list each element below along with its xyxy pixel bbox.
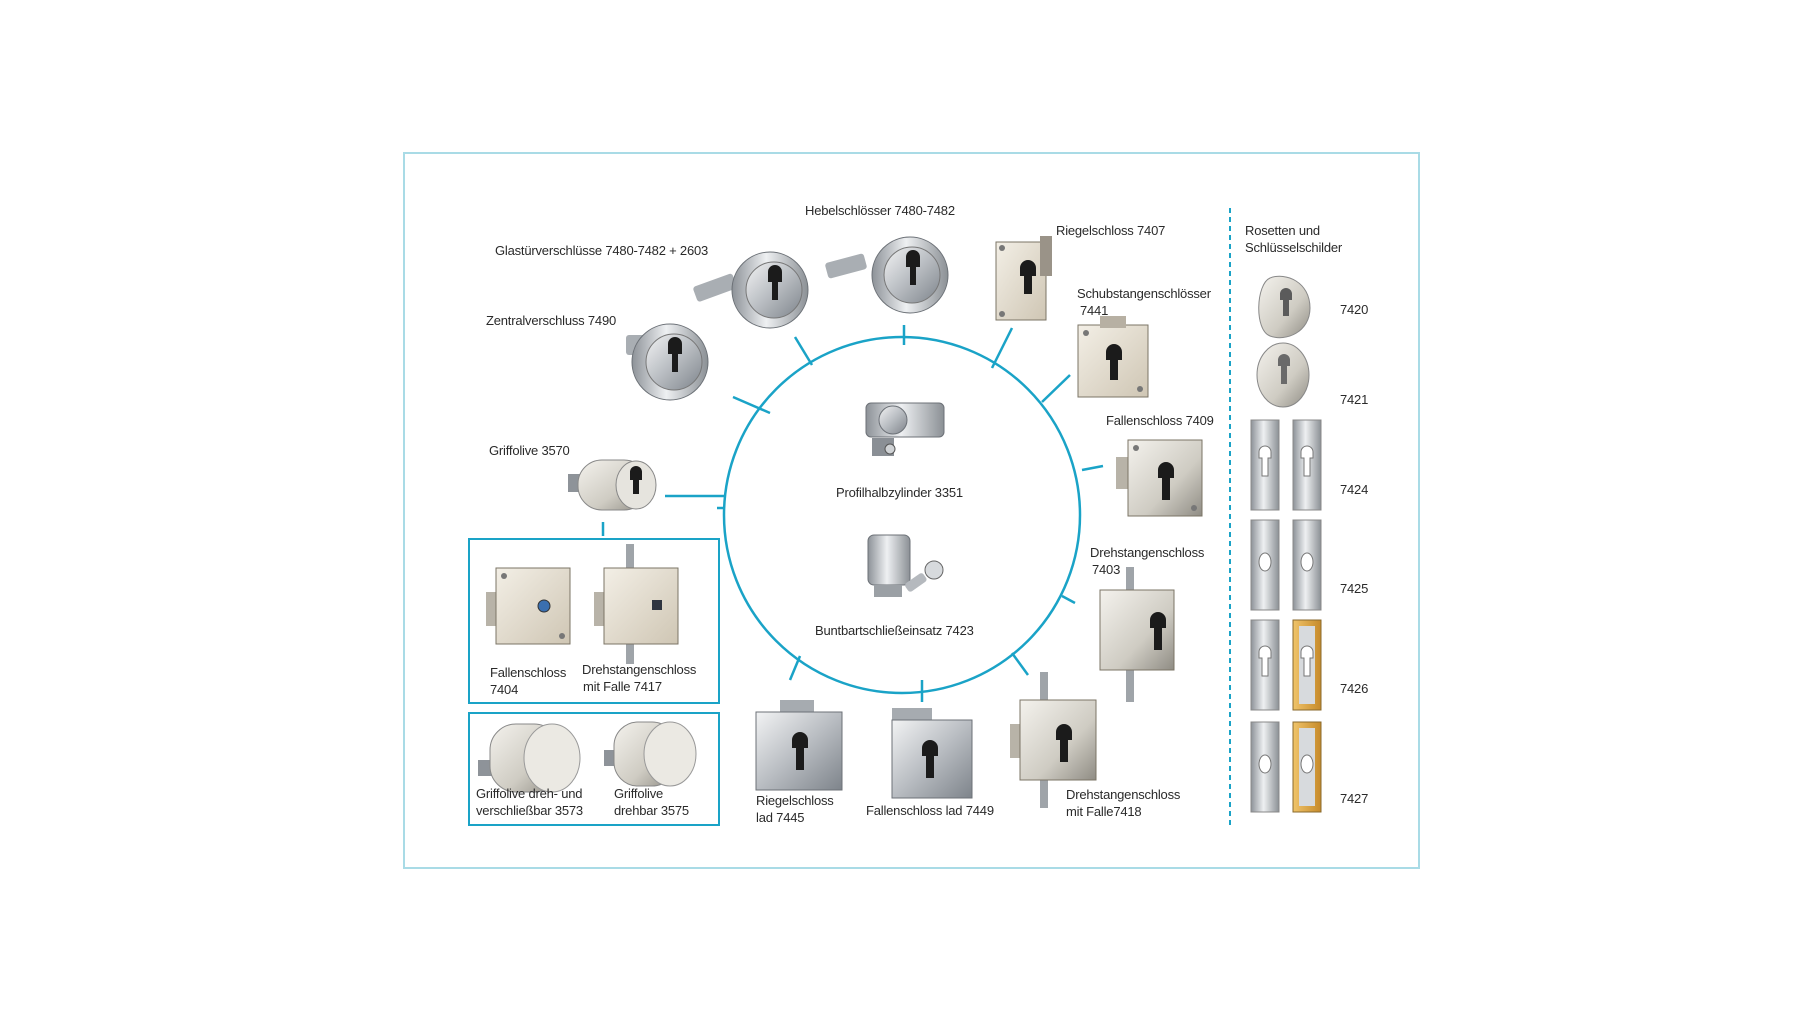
label-fallen-7404-line2: 7404 (490, 682, 519, 697)
label-griff-3573-line2: verschließbar 3573 (476, 803, 583, 818)
fallenschloss-7449-image (891, 708, 973, 799)
griffolive-group-box (468, 712, 720, 826)
diagram-frame (403, 152, 1420, 869)
schluesselschild-7427-image (1250, 721, 1322, 813)
label-schub-line1: Schubstangenschlösser (1077, 286, 1211, 301)
label-zentral: Zentralverschluss 7490 (486, 313, 616, 328)
sidebar-title-line2: Schlüsselschilder (1245, 240, 1343, 255)
fallenschloss-7404-image (486, 567, 571, 645)
connector-lines (601, 325, 1104, 702)
fallenschloss-7409-image (1116, 439, 1203, 517)
sidebar-number-7421: 7421 (1340, 392, 1369, 407)
rosette-7421-image (1256, 342, 1310, 408)
sidebar-number-7427: 7427 (1340, 791, 1369, 806)
label-fallen-7404-line1: Fallenschloss (490, 665, 567, 680)
rosette-7420-image (1258, 275, 1311, 339)
label-griff-3575-line2: drehbar 3575 (614, 803, 689, 818)
label-griff-3573-line1: Griffolive dreh- und (476, 786, 583, 801)
profilhalbzylinder-image (865, 402, 945, 456)
label-dreh-7418-line1: Drehstangenschloss (1066, 787, 1181, 802)
schluesselschild-7425-image (1250, 519, 1322, 611)
glastuerverschluss-image (693, 251, 809, 329)
sidebar-title-line1: Rosetten und (1245, 223, 1320, 238)
riegelschloss-7445-image (755, 700, 843, 791)
griffolive-3575-image (604, 721, 697, 787)
hebelschloss-image (825, 236, 949, 314)
label-buntbart: Buntbartschließeinsatz 7423 (815, 623, 974, 638)
label-riegel-7445-line2: lad 7445 (756, 810, 805, 825)
label-riegel-7445-line1: Riegelschloss (756, 793, 834, 808)
label-hebel: Hebelschlösser 7480-7482 (805, 203, 955, 218)
sidebar-number-7425: 7425 (1340, 581, 1369, 596)
label-dreh-7417-line2: mit Falle 7417 (583, 679, 662, 694)
schluesselschild-7426-image (1250, 619, 1322, 711)
drehstangenschloss-7417-image (594, 544, 679, 664)
label-profilhalbzylinder: Profilhalbzylinder 3351 (836, 485, 963, 500)
zentralverschluss-image (626, 323, 709, 401)
label-riegel-7407: Riegelschloss 7407 (1056, 223, 1166, 238)
label-glastuer: Glastürverschlüsse 7480-7482 + 2603 (495, 243, 709, 258)
label-dreh-7403-line2: 7403 (1092, 562, 1121, 577)
sidebar-number-7426: 7426 (1340, 681, 1369, 696)
label-dreh-7403-line1: Drehstangenschloss (1090, 545, 1205, 560)
drehstangenschloss-7418-image (1010, 672, 1097, 808)
fallenschloss-group-box (468, 538, 720, 704)
label-dreh-7417-line1: Drehstangenschloss (582, 662, 697, 677)
sidebar-number-7424: 7424 (1340, 482, 1369, 497)
riegelschloss-7407-image (995, 236, 1052, 321)
label-griff-3570: Griffolive 3570 (489, 443, 570, 458)
label-fallen-7449: Fallenschloss lad 7449 (866, 803, 994, 818)
griffolive-3573-image (478, 723, 581, 793)
drehstangenschloss-7403-image (1099, 567, 1175, 702)
sidebar-number-7420: 7420 (1340, 302, 1369, 317)
schubstangenschloss-7441-image (1077, 316, 1149, 398)
griffolive-3570-image (568, 459, 657, 511)
label-fallen-7409: Fallenschloss 7409 (1106, 413, 1214, 428)
center-circle (722, 335, 1082, 695)
label-dreh-7418-line2: mit Falle7418 (1066, 804, 1142, 819)
buntbart-image (867, 534, 944, 597)
label-griff-3575-line1: Griffolive (614, 786, 664, 801)
schluesselschild-7424-image (1250, 419, 1322, 511)
label-schub-line2: 7441 (1080, 303, 1109, 318)
